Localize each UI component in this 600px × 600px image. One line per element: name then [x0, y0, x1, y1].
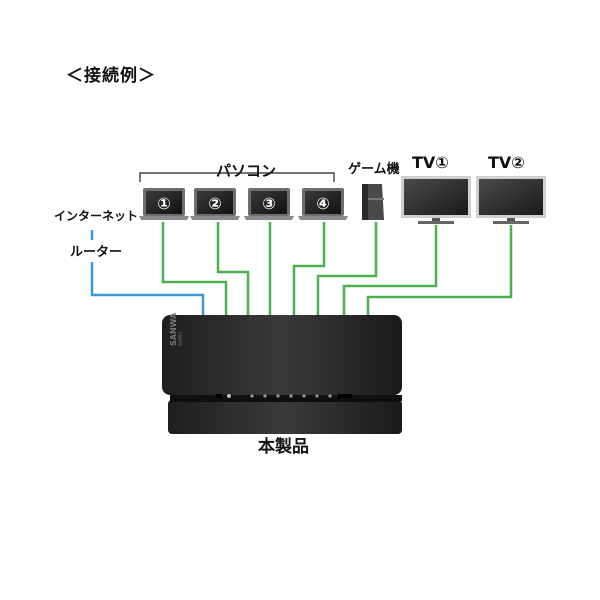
laptop-3 — [244, 188, 294, 220]
cable-pc4 — [292, 222, 326, 316]
cable-tv1 — [342, 225, 438, 316]
cable-game — [316, 222, 378, 316]
router-label: ルーター — [70, 245, 123, 260]
brand-sub: SUPPLY — [178, 331, 183, 346]
laptop-4 — [298, 188, 348, 220]
lan-cable — [90, 230, 205, 316]
cable-tv2 — [366, 225, 513, 316]
cable-pc2 — [216, 222, 250, 316]
tv-1-icon — [401, 176, 471, 224]
game-console-label: ゲーム機 — [348, 162, 400, 177]
tv-2-icon — [476, 176, 546, 224]
laptop-1 — [139, 188, 189, 220]
pc-number-2: ② — [208, 194, 222, 213]
hdmi-cables — [161, 222, 513, 316]
tv1-label: TV① — [412, 153, 449, 172]
tv2-label: TV② — [488, 153, 525, 172]
brand-name: SANWA — [169, 312, 178, 346]
laptop-2 — [190, 188, 240, 220]
brand-logo: SANWA SUPPLY — [169, 312, 183, 346]
pc-number-1: ① — [157, 194, 171, 213]
game-console-icon — [362, 184, 384, 220]
page-title: ＜接続例＞ — [66, 66, 156, 86]
product-label: 本製品 — [258, 437, 309, 457]
pc-number-3: ③ — [262, 194, 276, 213]
kvm-switch-device — [162, 315, 402, 434]
cable-pc1 — [161, 222, 228, 316]
pc-group-label: パソコン — [216, 162, 277, 180]
pc-group-bracket — [139, 172, 335, 182]
pc-number-4: ④ — [316, 194, 330, 213]
internet-label: インターネット — [54, 209, 139, 223]
